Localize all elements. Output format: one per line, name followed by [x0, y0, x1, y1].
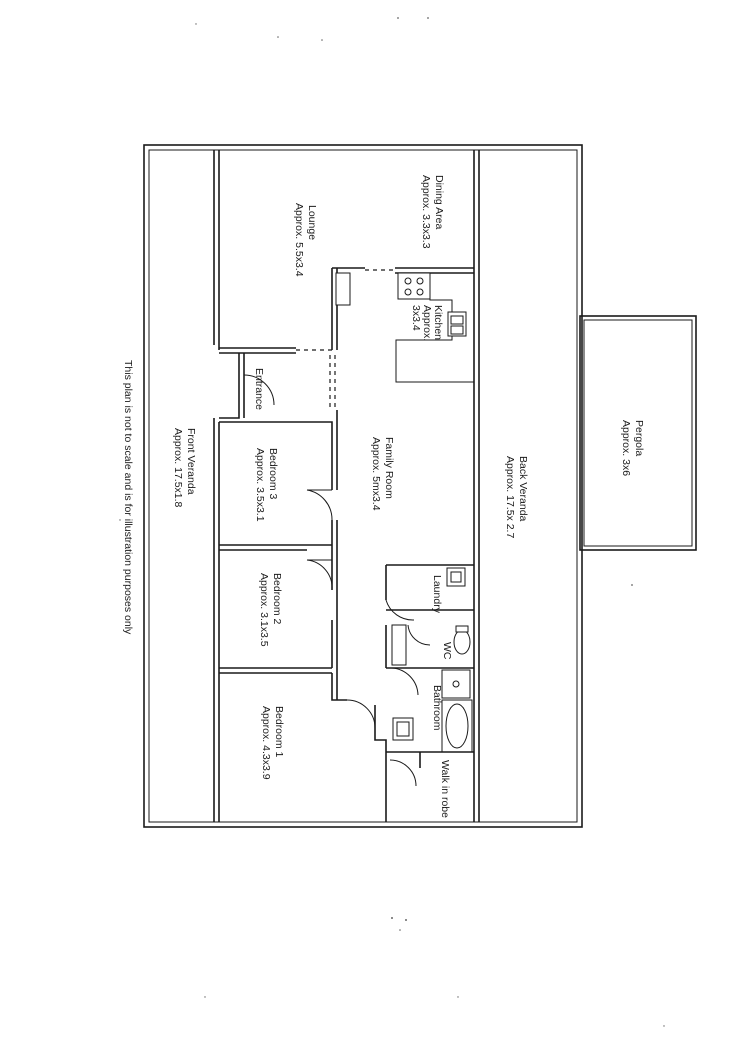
- room-laundry: Laundry: [431, 575, 443, 614]
- lounge-size: Approx. 5.5x3.4: [293, 203, 305, 277]
- bedroom1-label: Bedroom 1: [273, 706, 285, 758]
- bathroom-label: Bathroom: [431, 685, 443, 731]
- walk-in-robe-label: Walk in robe: [439, 760, 451, 818]
- pergola-size: Approx. 3x6: [620, 420, 632, 476]
- room-front-veranda: Front Veranda Approx. 17.5x1.8: [172, 428, 197, 508]
- room-kitchen: Kitchen Approx. 3x3.4: [410, 305, 444, 341]
- bedroom3-label: Bedroom 3: [267, 448, 279, 500]
- family-size: Approx. 5mx3.4: [370, 437, 382, 511]
- bedroom2-label: Bedroom 2: [271, 573, 283, 625]
- back-veranda-size: Approx. 17.5x 2.7: [504, 456, 516, 538]
- entrance-walls: [219, 353, 336, 419]
- dining-size: Approx. 3.3x3.3: [420, 175, 432, 249]
- room-pergola: Pergola Approx. 3x6: [620, 420, 645, 476]
- wc-label: WC: [441, 642, 453, 660]
- kitchen-size-line1: Approx.: [421, 305, 433, 341]
- room-bedroom3: Bedroom 3 Approx. 3.5x3.1: [254, 448, 279, 522]
- disclaimer-note: This plan is not to scale and is for ill…: [122, 360, 134, 635]
- pergola-label: Pergola: [633, 420, 645, 456]
- room-bedroom1: Bedroom 1 Approx. 4.3x3.9: [260, 706, 285, 780]
- room-walk-in-robe: Walk in robe: [439, 760, 451, 818]
- back-wall: [473, 150, 480, 822]
- back-veranda-label: Back Veranda: [517, 456, 529, 522]
- front-veranda-size: Approx. 17.5x1.8: [172, 428, 184, 508]
- wet-area-walls: [385, 564, 474, 787]
- pergola-outline: [579, 315, 697, 551]
- entrance-label: Entrance: [253, 368, 265, 410]
- room-lounge: Lounge Approx. 5.5x3.4: [293, 203, 318, 277]
- front-wall: [213, 150, 220, 822]
- bedroom3-size: Approx. 3.5x3.1: [254, 448, 266, 522]
- room-family: Family Room Approx. 5mx3.4: [370, 437, 395, 511]
- room-bedroom2: Bedroom 2 Approx. 3.1x3.5: [258, 573, 283, 647]
- room-wc: WC: [441, 642, 453, 660]
- dining-label: Dining Area: [433, 175, 445, 229]
- room-entrance: Entrance: [253, 368, 265, 410]
- family-label: Family Room: [383, 437, 395, 499]
- room-bathroom: Bathroom: [431, 685, 443, 731]
- bedroom2-size: Approx. 3.1x3.5: [258, 573, 270, 647]
- outer-walls: [143, 144, 583, 828]
- laundry-label: Laundry: [431, 575, 443, 614]
- scan-specks: [119, 17, 665, 1027]
- kitchen-size-line2: 3x3.4: [410, 305, 422, 331]
- bedroom-walls: [219, 410, 387, 822]
- kitchen-walls: [335, 272, 474, 383]
- front-veranda-label: Front Veranda: [185, 428, 197, 495]
- bedroom1-size: Approx. 4.3x3.9: [260, 706, 272, 780]
- room-back-veranda: Back Veranda Approx. 17.5x 2.7: [504, 456, 529, 538]
- lounge-label: Lounge: [306, 205, 318, 240]
- kitchen-label: Kitchen: [432, 305, 444, 340]
- room-dining: Dining Area Approx. 3.3x3.3: [420, 175, 445, 249]
